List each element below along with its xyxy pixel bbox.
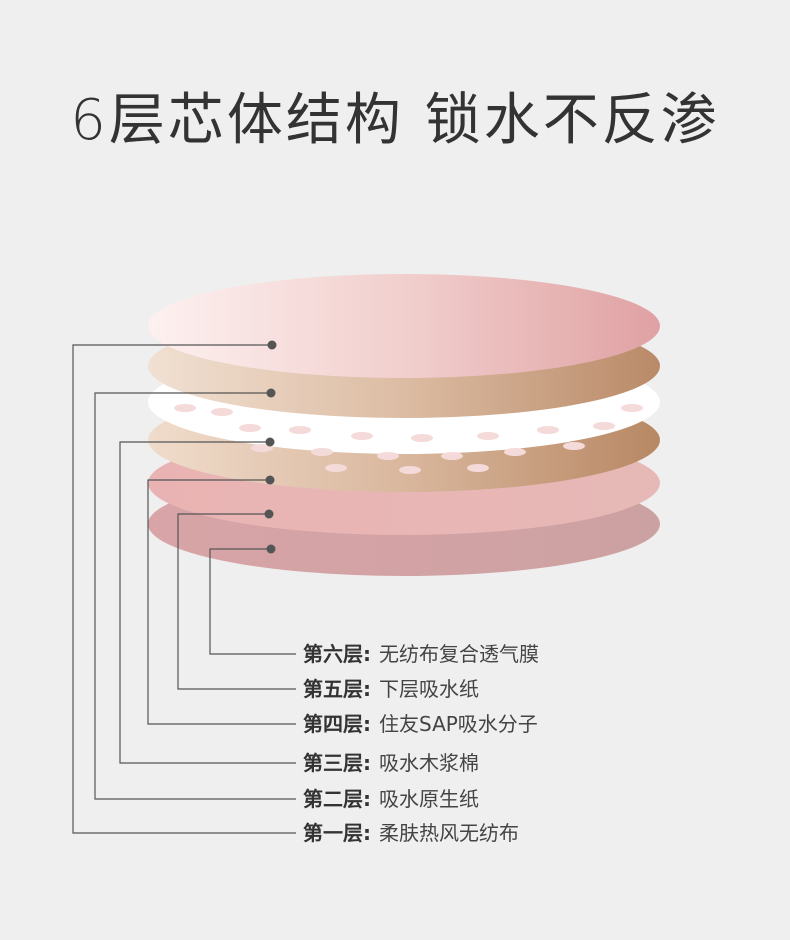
sap-dot [504,448,526,456]
leader-line [72,344,296,834]
layer-label-name: 吸水木浆棉 [379,751,479,775]
layer-label-separator: : [363,712,371,736]
sap-dot [251,444,273,452]
leader-line [209,548,296,655]
leader-line [147,479,296,725]
layer-one-disc [148,274,660,378]
layer-label: 第一层: 柔肤热风无纺布 [303,820,519,846]
sap-dots [174,404,643,474]
sap-dot [174,404,196,412]
layer-label: 第五层: 下层吸水纸 [303,676,479,702]
layer-label-separator: : [363,821,371,845]
sap-dot [211,408,233,416]
sap-dot [477,432,499,440]
layer-marker-dot [265,475,275,485]
sap-dot [289,426,311,434]
layer-label-number: 第六层 [303,642,363,666]
layer-marker-dot [266,544,276,554]
page-title: 6层芯体结构 锁水不反渗 [70,88,720,153]
leader-line [177,513,296,690]
layer-label-number: 第二层 [303,787,363,811]
layer-label: 第四层: 住友SAP吸水分子 [303,711,538,737]
layer-label-separator: : [363,751,371,775]
layer-marker-dot [265,437,275,447]
layer-label: 第三层: 吸水木浆棉 [303,750,479,776]
sap-dot [563,442,585,450]
leader-line [119,441,296,764]
layer-label: 第二层: 吸水原生纸 [303,786,479,812]
layer-label: 第六层: 无纺布复合透气膜 [303,641,539,667]
layer-label-separator: : [363,642,371,666]
layer-label-name: 无纺布复合透气膜 [379,642,539,666]
sap-dot [311,448,333,456]
layer-marker-dot [267,340,277,350]
layer-label-name: 下层吸水纸 [379,677,479,701]
layer-marker-dot [266,388,276,398]
layer-label-number: 第五层 [303,677,363,701]
sap-dot [239,424,261,432]
sap-dot [377,452,399,460]
layer-label-name: 吸水原生纸 [379,787,479,811]
layer-label-separator: : [363,677,371,701]
layer-label-number: 第一层 [303,821,363,845]
sap-dot [325,464,347,472]
sap-dot [399,466,421,474]
sap-dot [537,426,559,434]
sap-dot [411,434,433,442]
layer-label-name: 柔肤热风无纺布 [379,821,519,845]
layer-label-number: 第四层 [303,712,363,736]
layer-marker-dot [264,509,274,519]
layer-label-separator: : [363,787,371,811]
sap-dot [467,464,489,472]
layer-label-number: 第三层 [303,751,363,775]
sap-dot [593,422,615,430]
leader-line [94,392,296,800]
sap-dot [441,452,463,460]
sap-dot [621,404,643,412]
layer-label-name: 住友SAP吸水分子 [379,712,538,736]
sap-dot [351,432,373,440]
